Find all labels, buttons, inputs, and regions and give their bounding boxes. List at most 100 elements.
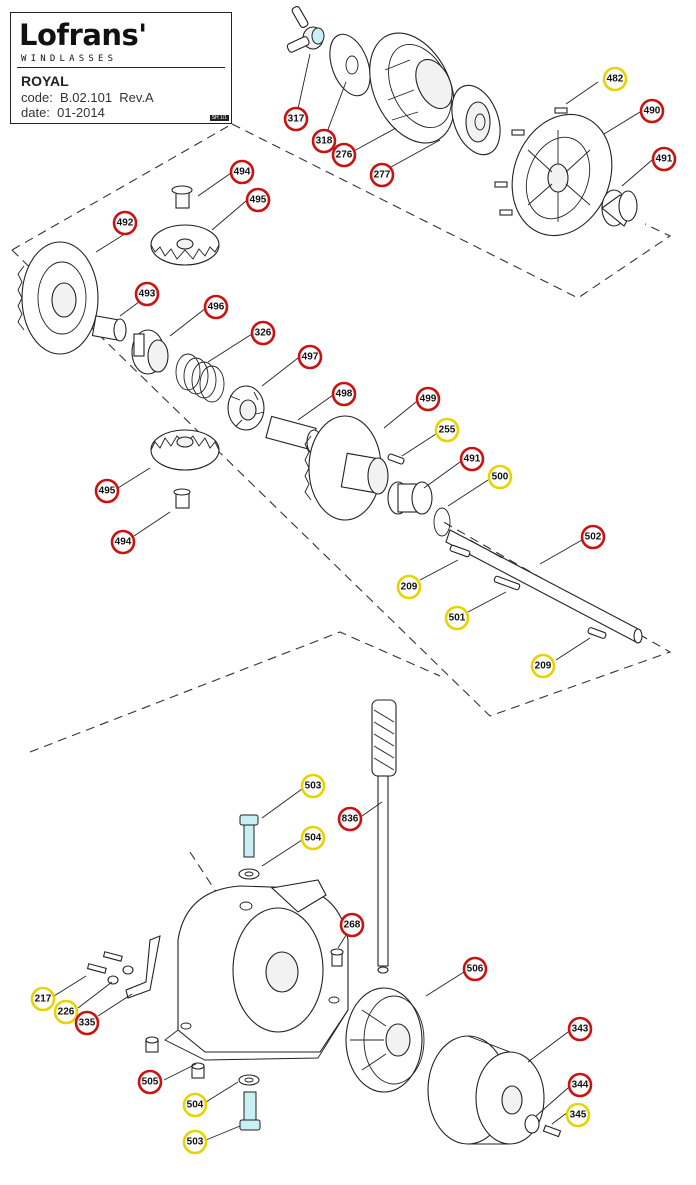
callout-label: 498 [336,389,353,400]
callout-268: 268 [339,912,365,938]
callout-ring [459,446,485,472]
callout-label: 268 [344,920,361,931]
callout-ring [250,320,276,346]
callout-ring [94,478,120,504]
handle-lever-317 [286,6,325,53]
callout-503: 503 [182,1129,208,1155]
callout-ring [110,529,136,555]
callout-ring [462,956,488,982]
bush-494-top [171,185,193,209]
callout-226: 226 [53,999,79,1025]
callout-505: 505 [137,1069,163,1095]
callout-label: 276 [336,150,353,161]
callout-label: 496 [208,302,225,313]
bevel-gear-495-bottom [150,429,220,471]
callout-344: 344 [567,1072,593,1098]
sheet-reference: SH 1/1 [209,115,229,121]
callout-317: 317 [283,106,309,132]
callout-label: 491 [656,154,673,165]
bush-491-top [601,189,638,227]
callout-504: 504 [182,1092,208,1118]
dog-clutch-497 [227,385,265,431]
callout-495: 495 [245,187,271,213]
callout-ring [203,294,229,320]
callout-ring [331,142,357,168]
callout-label: 504 [305,833,322,844]
callout-ring [134,281,160,307]
callout-836: 836 [337,806,363,832]
callout-ring [567,1072,593,1098]
bracket-335 [125,935,161,999]
bush-491-mid [387,481,433,515]
callout-label: 335 [79,1018,96,1029]
sleeve-493 [91,315,127,342]
shaft-502 [445,529,643,644]
screws-217-226 [86,951,134,985]
callout-label: 345 [570,1110,587,1121]
callout-ring [229,159,255,185]
callout-501: 501 [444,605,470,631]
screw-503-top [239,814,259,858]
screw-503-bottom [239,1091,261,1131]
callout-491: 491 [651,146,677,172]
callout-label: 495 [250,195,267,206]
callout-ring [245,187,271,213]
brand-tagline: WINDLASSES [21,54,118,64]
callout-506: 506 [462,956,488,982]
callout-label: 836 [342,814,359,825]
callout-ring [339,912,365,938]
callout-label: 506 [467,964,484,975]
callout-label: 500 [492,472,509,483]
callout-label: 503 [187,1137,204,1148]
callout-ring [580,524,606,550]
callout-ring [567,1016,593,1042]
callout-497: 497 [297,344,323,370]
callout-498: 498 [331,381,357,407]
callout-495: 495 [94,478,120,504]
callout-494: 494 [110,529,136,555]
key-255 [387,453,405,465]
screw-345 [542,1124,562,1138]
callout-ring [651,146,677,172]
title-block: Lofrans' WINDLASSES ROYAL code: B.02.101… [10,12,232,124]
callout-ring [74,1010,100,1036]
callout-277: 277 [369,162,395,188]
callout-503: 503 [300,773,326,799]
callout-label: 277 [374,170,391,181]
callout-label: 343 [572,1024,589,1035]
callout-label: 495 [99,486,116,497]
callout-label: 493 [139,289,156,300]
callout-label: 497 [302,352,319,363]
callout-209: 209 [396,574,422,600]
washer-504-top [238,868,260,880]
callout-ring [182,1092,208,1118]
bevel-gear-495-top [150,224,220,266]
callout-500: 500 [487,464,513,490]
callout-ring [30,986,56,1012]
keys-209-501 [449,544,607,639]
cover-plate-490 [511,113,613,237]
model-name: ROYAL [21,73,69,89]
callout-ring [487,464,513,490]
document-code: code: B.02.101 Rev.A [21,90,154,105]
callout-494: 494 [229,159,255,185]
callout-209: 209 [530,653,556,679]
gear-wheel-499 [304,415,389,521]
callout-ring [283,106,309,132]
callout-label: 492 [117,218,134,229]
callout-label: 209 [535,661,552,672]
callout-ring [53,999,79,1025]
callout-276: 276 [331,142,357,168]
callout-491: 491 [459,446,485,472]
callout-ring [182,1129,208,1155]
callout-ring [300,773,326,799]
callout-492: 492 [112,210,138,236]
document-date: date: 01-2014 [21,105,105,120]
callout-label: 217 [35,994,52,1005]
callout-ring [639,98,665,124]
callout-label: 499 [420,394,437,405]
callout-label: 482 [607,74,624,85]
callout-318: 318 [311,128,337,154]
callout-ring [369,162,395,188]
chain-gypsy-506 [345,987,425,1093]
